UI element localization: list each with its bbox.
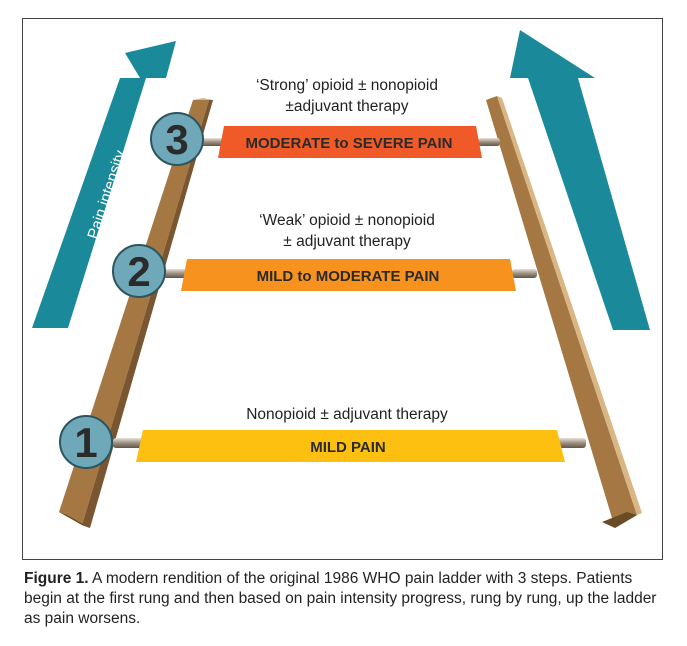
caption-label: Figure 1. [24, 570, 89, 587]
step-1-therapy-line-1: Nonopioid ± adjuvant therapy [246, 406, 448, 423]
step-1-therapy: Nonopioid ± adjuvant therapy [246, 404, 448, 425]
rung-1-bar [136, 430, 565, 462]
step-3-therapy: ‘Strong’ opioid ± nonopioid ±adjuvant th… [256, 75, 438, 117]
rung-3-label: MODERATE to SEVERE PAIN [246, 135, 453, 152]
step-3-number: 3 [165, 116, 188, 163]
step-3-therapy-line-1: ‘Strong’ opioid ± nonopioid [255, 77, 439, 94]
step-3-therapy-line-2: ±adjuvant therapy [285, 98, 409, 115]
step-1-number: 1 [74, 419, 97, 466]
rung-1-label: MILD PAIN [310, 439, 386, 456]
rung-pegs [113, 138, 586, 448]
step-3-circle: 3 [150, 112, 204, 166]
rung-3-bar [218, 126, 482, 158]
right-ladder-rail [486, 96, 642, 528]
step-2-therapy: ‘Weak’ opioid ± nonopioid ± adjuvant the… [259, 210, 435, 252]
rung-2-label: MILD to MODERATE PAIN [257, 268, 440, 285]
right-pain-intensity-arrow [510, 30, 650, 330]
rung-2-bar [181, 259, 516, 291]
step-2-therapy-line-2: ± adjuvant therapy [283, 233, 411, 250]
caption-text: A modern rendition of the original 1986 … [24, 570, 657, 627]
step-2-therapy-line-1: ‘Weak’ opioid ± nonopioid [259, 212, 435, 229]
step-2-circle: 2 [112, 244, 166, 298]
step-1-circle: 1 [59, 415, 113, 469]
left-pain-intensity-arrow [32, 41, 176, 328]
step-2-number: 2 [127, 248, 150, 295]
figure-caption: Figure 1. A modern rendition of the orig… [24, 569, 664, 629]
